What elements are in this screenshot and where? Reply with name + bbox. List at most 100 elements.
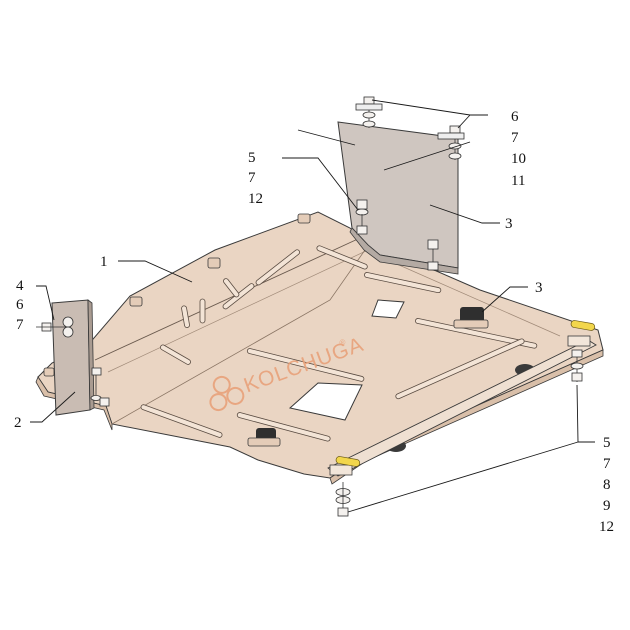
bolt-assembly — [36, 316, 74, 338]
leader-top-right-fasteners-b — [457, 114, 471, 129]
brand-rings-icon — [209, 375, 245, 412]
cross-bar-end — [329, 464, 353, 476]
callout-bottom-right-fastener-2: 7 — [603, 456, 611, 472]
callout-part-3-lower: 3 — [535, 280, 543, 296]
rubber-mount — [460, 307, 484, 323]
fold-line-front — [111, 249, 366, 425]
leader-part-3-lower — [481, 286, 528, 313]
side-bracket-edge — [87, 299, 95, 411]
leader-top-left-fasteners — [282, 157, 359, 211]
callout-top-left-fastener-3: 12 — [248, 191, 263, 207]
nut — [99, 397, 110, 407]
rib — [316, 245, 368, 270]
cross-bar-end — [567, 335, 591, 347]
bolt-head — [91, 367, 102, 376]
rib — [364, 272, 442, 294]
leader-bottom-right-b — [347, 441, 579, 513]
nut — [356, 199, 368, 210]
gearbox-cover-lip — [349, 227, 459, 275]
side-bracket — [51, 299, 95, 416]
yellow-clip — [570, 320, 596, 331]
bolt-assembly — [335, 482, 351, 517]
callout-top-right-fastener-2: 7 — [511, 130, 519, 146]
fold-line-left — [94, 237, 361, 361]
callout-top-left-fastener-2: 7 — [248, 170, 256, 186]
rubber-mount — [43, 367, 55, 377]
callout-part-2: 2 — [14, 415, 22, 431]
rubber-spacer — [355, 103, 383, 111]
rubber-mounts — [43, 213, 489, 447]
logo-ring — [209, 393, 228, 412]
leader-left-fasteners — [36, 285, 55, 321]
bolt-assembly — [570, 349, 584, 382]
bolt-assembly — [427, 239, 439, 271]
rubber-spacer — [437, 132, 465, 140]
gearbox-cover-plate — [337, 121, 459, 275]
fold-line-left-2 — [107, 249, 369, 373]
rib — [246, 348, 365, 382]
washer — [570, 362, 584, 370]
callout-top-left-fastener-1: 5 — [248, 150, 256, 166]
nut — [427, 261, 439, 271]
rib — [395, 338, 525, 400]
nut — [356, 225, 368, 235]
rib — [223, 278, 240, 298]
stiffening-ribs — [140, 245, 538, 442]
washer — [362, 120, 376, 128]
rubber-mount — [453, 319, 489, 329]
rib — [160, 344, 191, 365]
nut — [337, 507, 349, 517]
washer — [448, 152, 462, 160]
rubber-mount — [297, 213, 311, 224]
callout-part-3-upper: 3 — [505, 216, 513, 232]
brand-registered-mark: ® — [338, 337, 347, 348]
washer — [90, 395, 102, 401]
callout-left-fastener-3: 7 — [16, 317, 24, 333]
bolt-assembly — [355, 199, 369, 235]
reference-line-top-2 — [383, 141, 471, 171]
callout-labels: 1 2 3 3 4 6 7 5 7 12 6 7 10 11 5 7 8 9 1… — [14, 109, 614, 535]
callout-bottom-right-fastener-1: 5 — [603, 435, 611, 451]
service-opening-small — [371, 299, 405, 319]
yellow-clip — [335, 456, 361, 467]
callout-top-right-fastener-4: 11 — [511, 173, 525, 189]
washer — [362, 111, 376, 119]
washer — [62, 326, 74, 338]
rubber-mount — [129, 296, 143, 307]
leader-part-3-upper — [429, 204, 500, 224]
callout-left-fastener-2: 6 — [16, 297, 24, 313]
leader-part-2 — [30, 391, 76, 423]
rubber-mount — [247, 437, 281, 447]
rib — [236, 412, 331, 442]
service-opening-large — [288, 382, 363, 421]
nut — [427, 239, 439, 250]
rib — [255, 249, 301, 286]
nut — [571, 372, 583, 382]
callout-bottom-right-fastener-4: 9 — [603, 498, 611, 514]
logo-ring — [226, 386, 245, 405]
leader-lines — [30, 99, 595, 513]
callout-top-right-fastener-1: 6 — [511, 109, 519, 125]
washer — [62, 316, 74, 328]
callout-top-right-fastener-3: 10 — [511, 151, 526, 167]
rubber-mount — [207, 257, 221, 269]
rib — [140, 404, 223, 438]
side-bracket-body — [51, 299, 91, 416]
rib — [199, 298, 206, 324]
leader-bottom-right-a — [576, 384, 595, 443]
callout-part-1: 1 — [100, 254, 108, 270]
callout-bottom-right-fastener-3: 8 — [603, 477, 611, 493]
leader-part-1 — [118, 260, 193, 283]
bolt-assembly — [99, 397, 110, 407]
leader-top-right-fasteners-a — [371, 99, 471, 116]
rib — [415, 318, 538, 349]
reference-line-top — [297, 129, 356, 146]
callout-left-fastener-1: 4 — [16, 278, 24, 294]
rib — [181, 305, 190, 329]
bolt-assembly — [355, 96, 383, 128]
logo-ring — [212, 375, 231, 394]
fasteners — [36, 96, 584, 517]
front-cross-bar — [327, 320, 597, 477]
bolt-head — [571, 349, 583, 358]
